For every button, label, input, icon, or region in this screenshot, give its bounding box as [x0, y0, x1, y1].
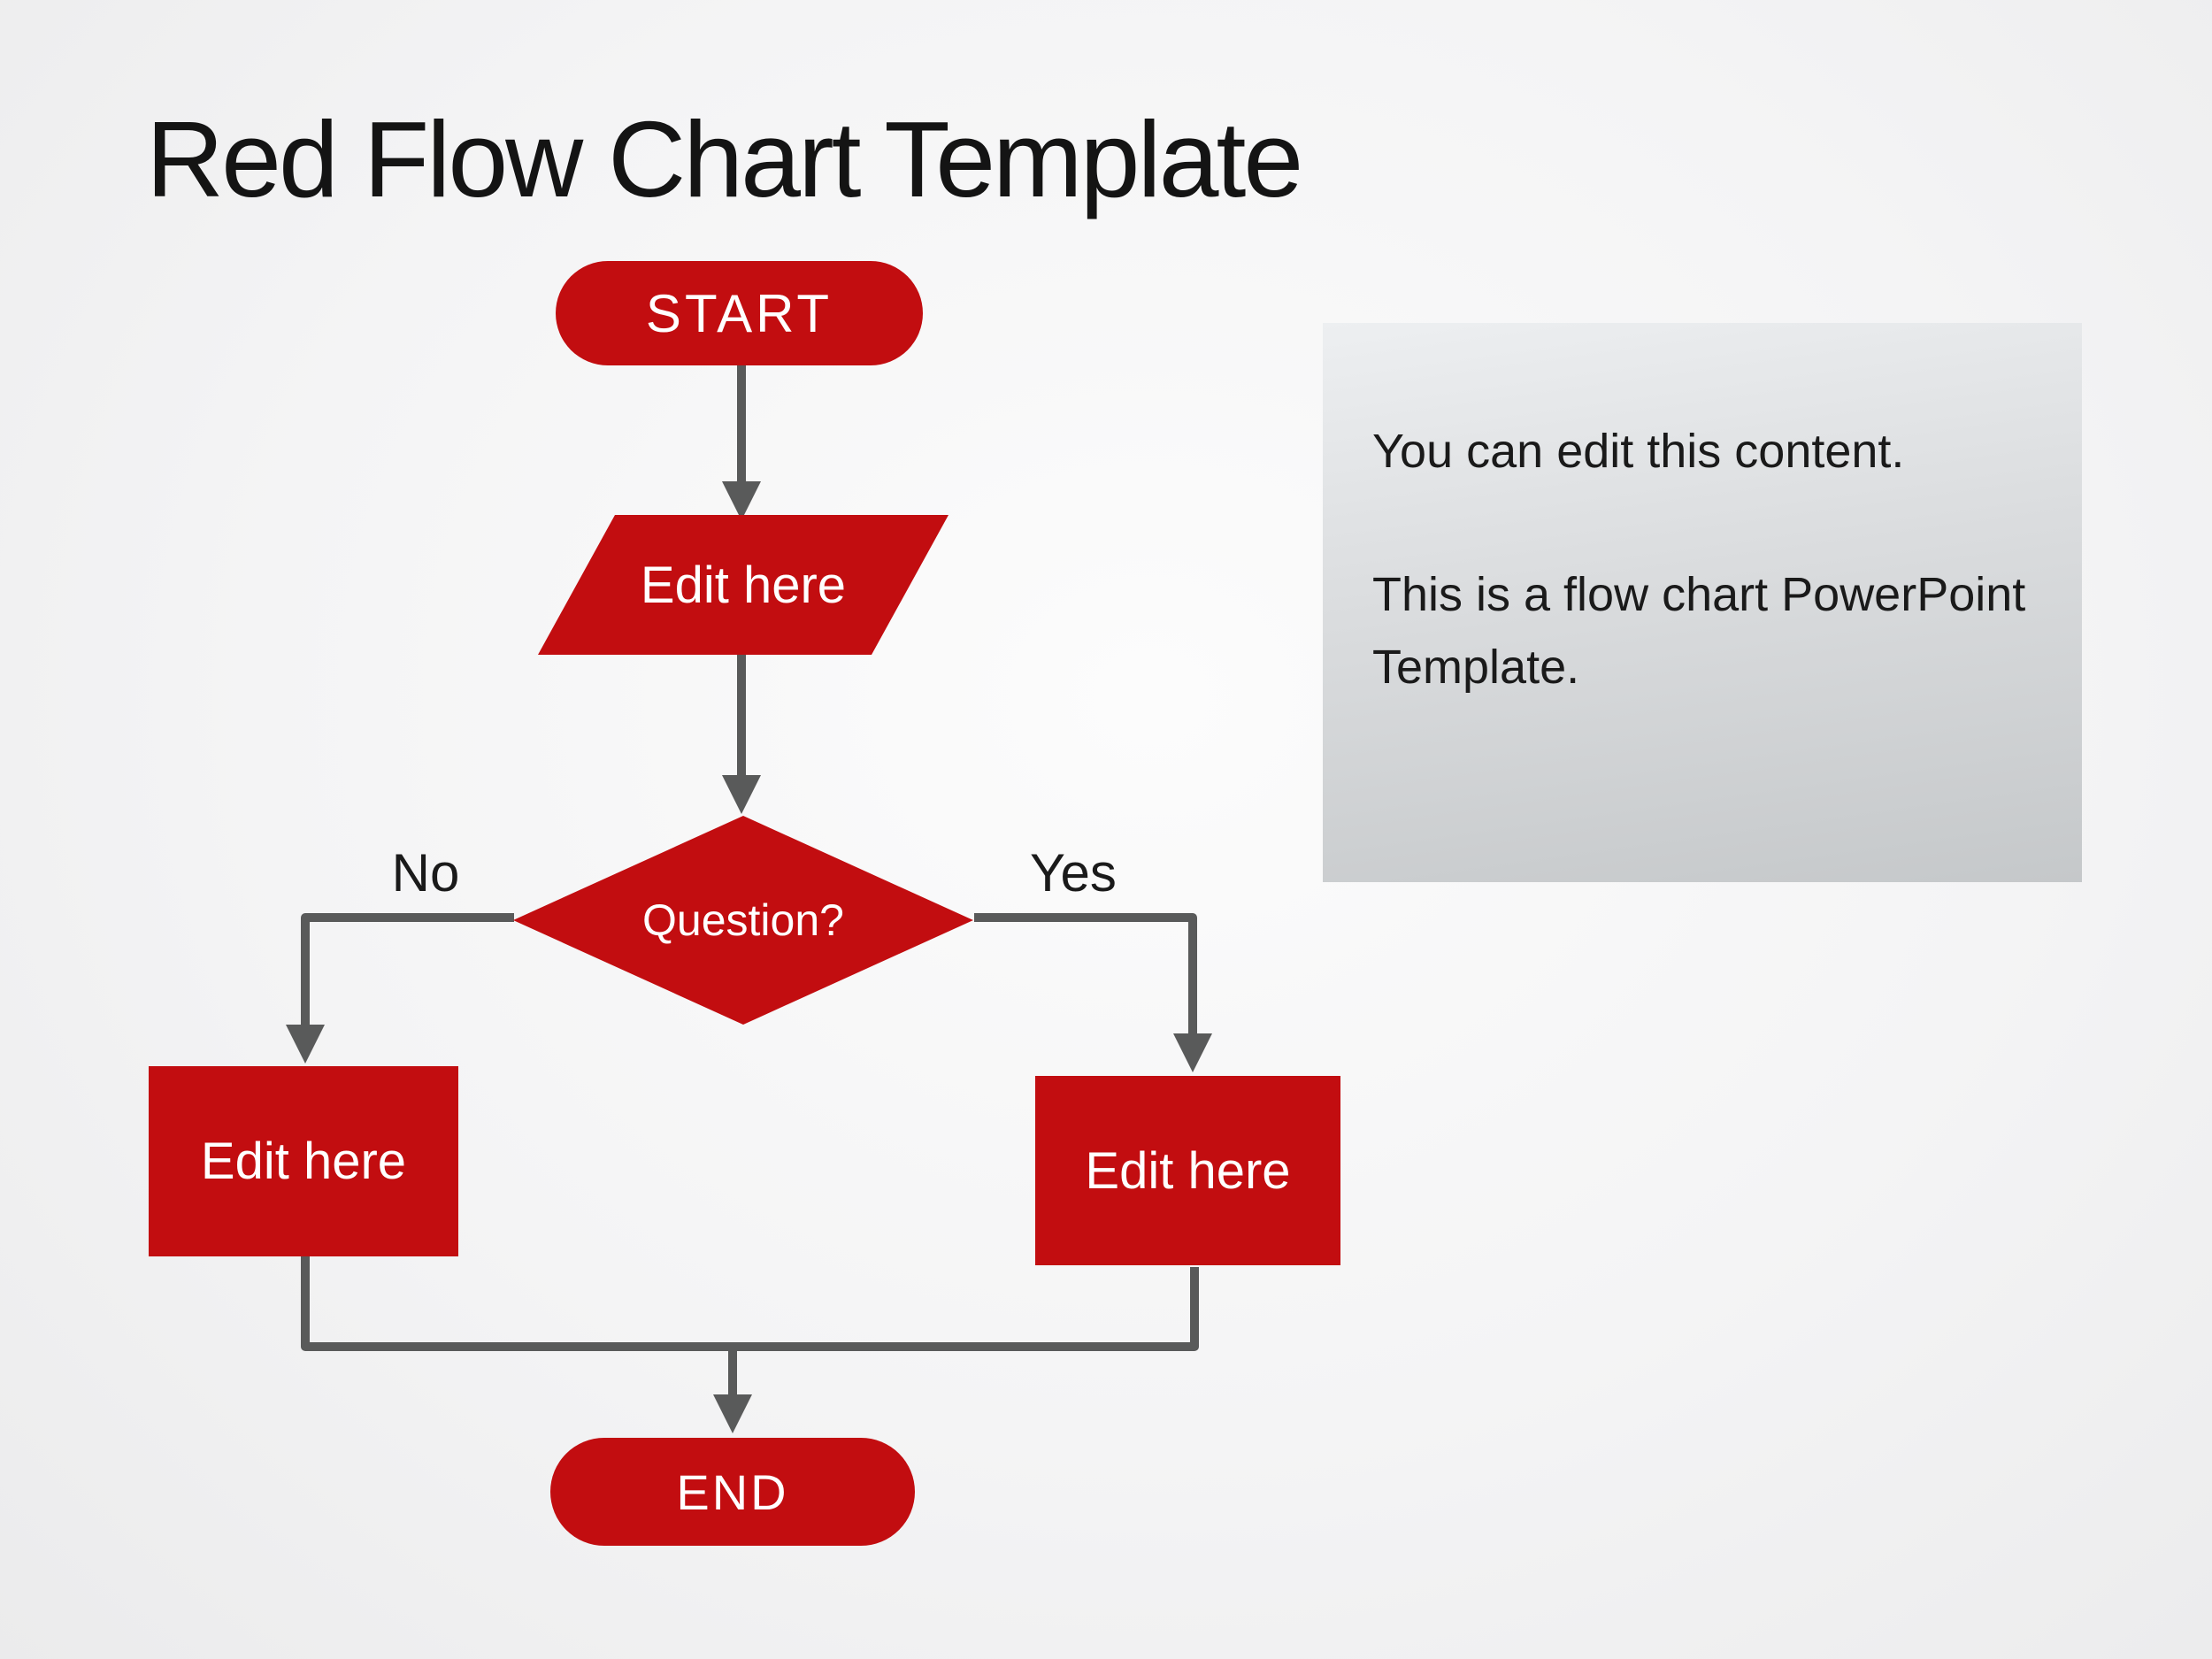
note-paragraph-2: This is a flow chart PowerPoint Template… [1372, 568, 2026, 695]
arrowhead-into-decision [722, 775, 761, 814]
start-node-label: START [645, 283, 833, 343]
arrowhead-into-end [713, 1394, 752, 1433]
start-node[interactable]: START [556, 261, 923, 365]
note-panel[interactable]: You can edit this content. This is a flo… [1323, 323, 2082, 882]
no-process-label: Edit here [200, 1133, 407, 1190]
arrowhead-into-input [722, 481, 761, 520]
decision-node-label: Question? [642, 895, 844, 945]
connector-merge[interactable] [301, 1256, 1199, 1351]
connector-yes-branch[interactable] [974, 913, 1197, 1035]
arrowhead-into-yes-box [1173, 1033, 1212, 1072]
no-process-node[interactable]: Edit here [149, 1066, 458, 1256]
yes-process-label: Edit here [1085, 1141, 1291, 1200]
yes-branch-label: Yes [1030, 843, 1117, 902]
end-node-label: END [676, 1463, 789, 1520]
end-node[interactable]: END [550, 1438, 915, 1546]
arrowhead-into-no-box [286, 1025, 325, 1064]
connector-no-branch[interactable] [301, 913, 514, 1026]
note-paragraph-1: You can edit this content. [1372, 425, 1905, 478]
slide-title[interactable]: Red Flow Chart Template [146, 99, 1303, 219]
yes-process-node[interactable]: Edit here [1035, 1076, 1340, 1265]
input-parallelogram-node[interactable]: Edit here [538, 515, 949, 655]
input-node-label: Edit here [640, 556, 847, 614]
no-branch-label: No [391, 843, 460, 902]
